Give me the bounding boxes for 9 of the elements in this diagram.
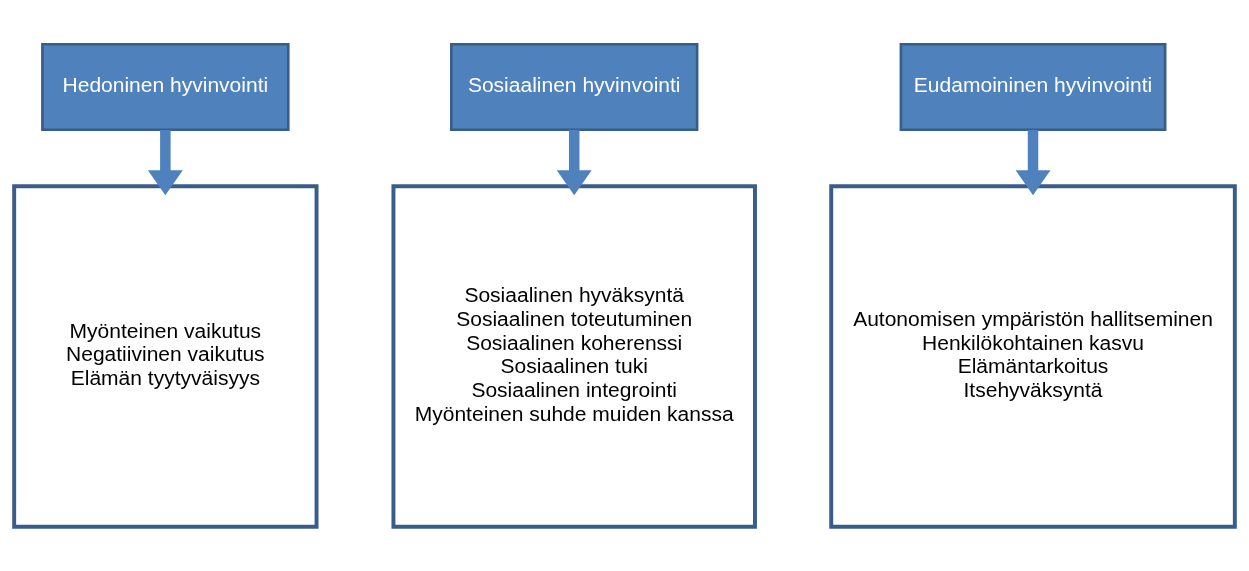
node-box: Autonomisen ympäristön hallitseminen Henkilökohtainen kasvu Elämäntarkoitus Itsehyväksyntä xyxy=(829,184,1237,529)
arrow xyxy=(147,130,183,196)
node-box: Eudamoininen hyvinvointi xyxy=(899,42,1167,132)
arrow xyxy=(1015,130,1051,196)
node-box: Sosiaalinen hyvinvointi xyxy=(449,42,699,132)
node-box: Sosiaalinen hyväksyntä Sosiaalinen toteutuminen Sosiaalinen koherenssi Sosiaalinen tuki Sosiaalinen integrointi Myönteinen suhde muiden kanssa xyxy=(391,184,757,529)
node-box: Myönteinen vaikutus Negatiivinen vaikutus Elämän tyytyväisyys xyxy=(12,184,319,529)
node-box: Hedoninen hyvinvointi xyxy=(41,42,290,132)
arrow xyxy=(556,130,592,196)
